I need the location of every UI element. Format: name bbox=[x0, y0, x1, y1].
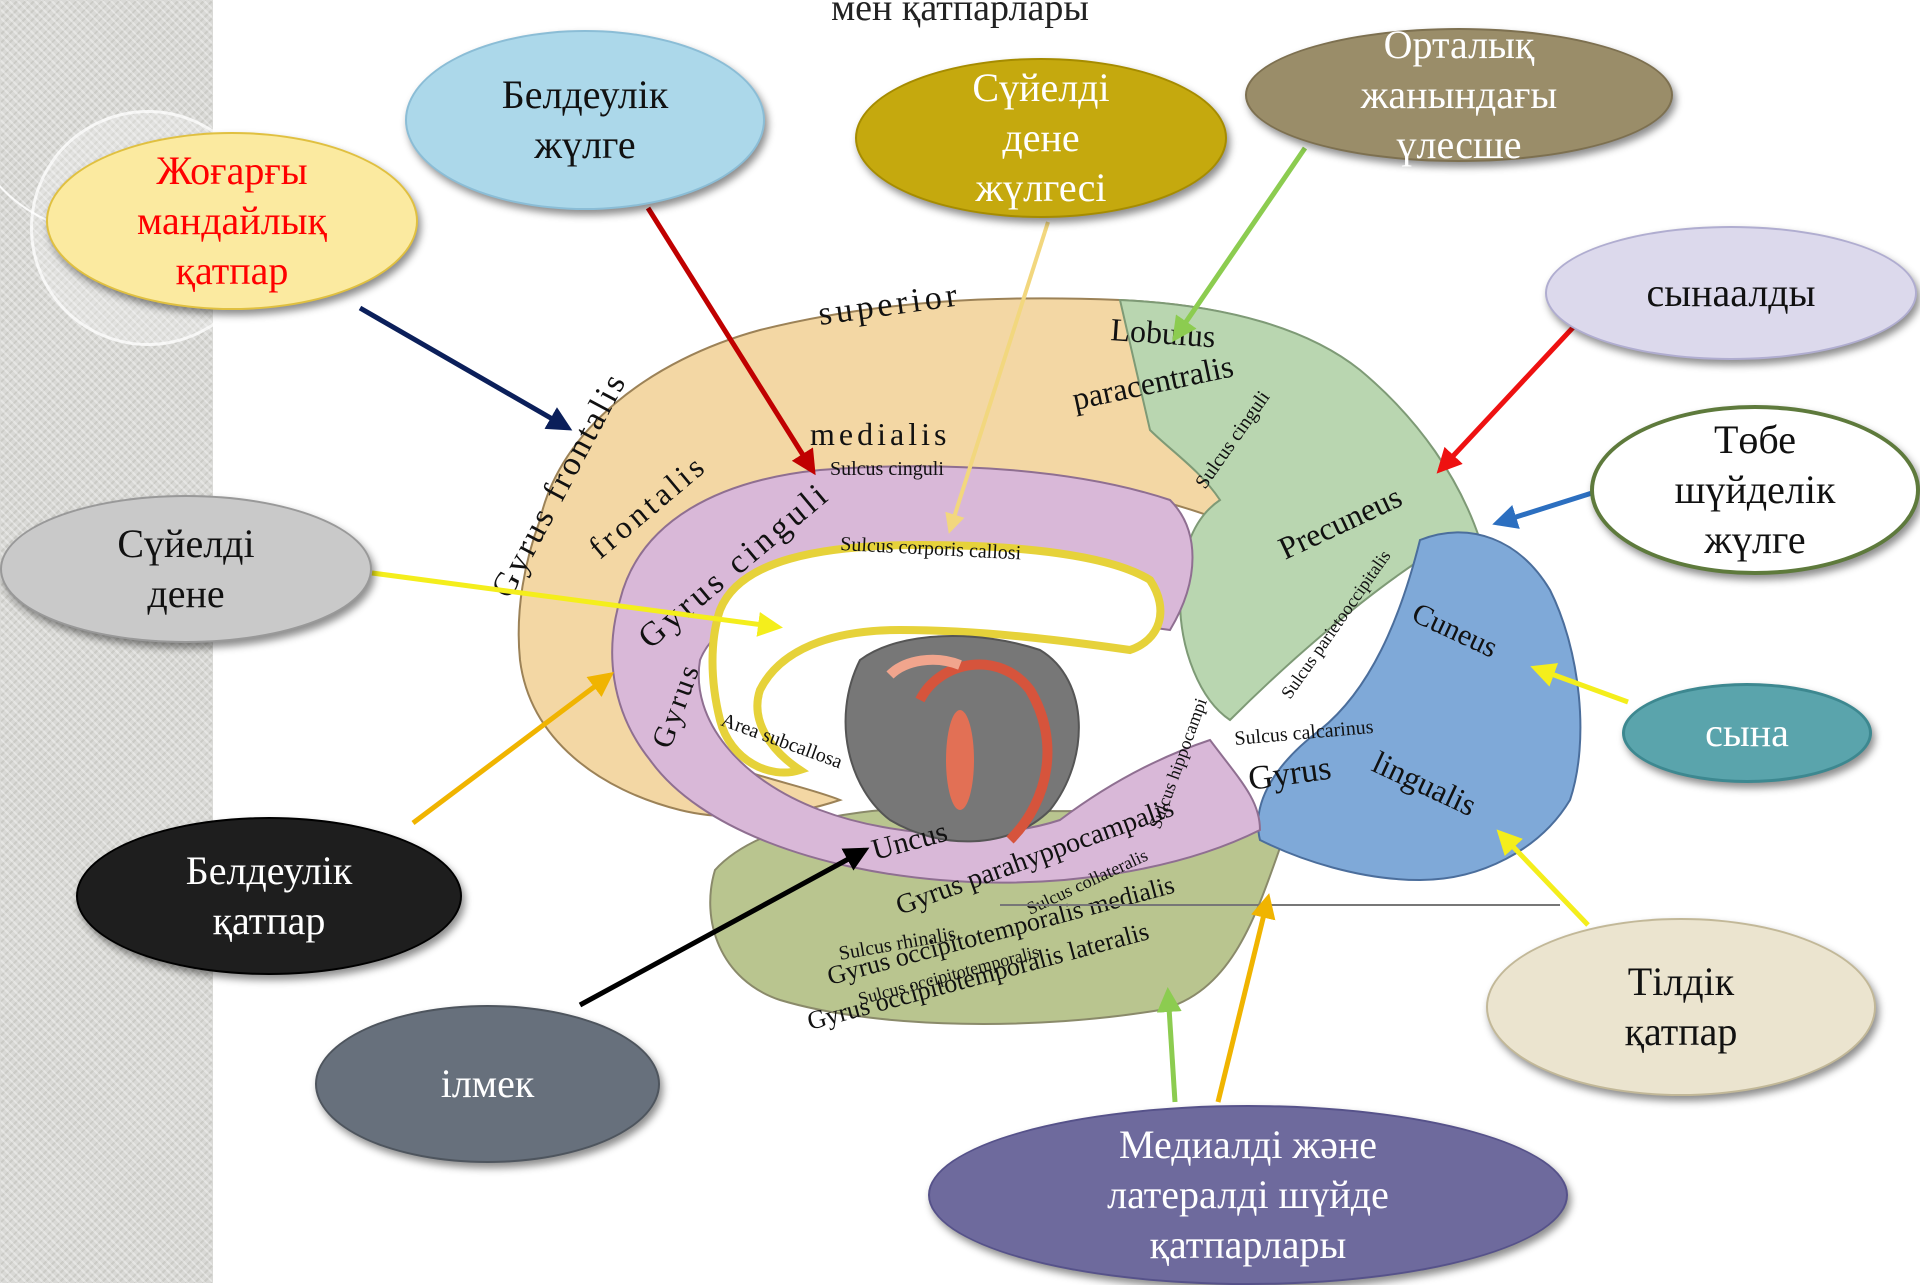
callout-text: Жоғарғы мандайлық қатпар bbox=[137, 146, 327, 296]
callout-cingulate-gyrus: Белдеулік қатпар bbox=[76, 817, 462, 975]
callout-cingulate-sulcus: Белдеулік жүлге bbox=[405, 30, 765, 210]
arrow-precuneus bbox=[1440, 320, 1580, 470]
callout-text: Медиалді және латералді шүйде қатпарлары bbox=[1107, 1120, 1389, 1270]
arrow-superior-frontal bbox=[360, 308, 568, 428]
callout-text: Белдеулік қатпар bbox=[186, 846, 353, 946]
callout-superior-frontal-gyrus: Жоғарғы мандайлық қатпар bbox=[46, 132, 418, 310]
callout-cuneus: сына bbox=[1622, 683, 1872, 783]
callout-text: Тілдік қатпар bbox=[1625, 957, 1738, 1057]
anterior-commissure bbox=[946, 710, 974, 810]
callout-text: сына bbox=[1705, 708, 1789, 758]
callout-precuneus: сынаалды bbox=[1545, 226, 1917, 360]
callout-corpus-callosum: Сүйелді дене bbox=[0, 495, 372, 643]
arrow-occipitotemporal-1 bbox=[1168, 992, 1175, 1102]
brain-label-sulcus-cinguli: Sulcus cinguli bbox=[830, 458, 944, 480]
brain-label-medialis: medialis bbox=[810, 416, 950, 452]
callout-text: Белдеулік жүлге bbox=[502, 70, 669, 170]
callout-callosal-sulcus: Сүйелді дене жүлгесі bbox=[855, 58, 1227, 218]
callout-text: сынаалды bbox=[1646, 268, 1815, 318]
callout-text: Орталық жанындағы үлесше bbox=[1361, 20, 1557, 170]
callout-lingual-gyrus: Тілдік қатпар bbox=[1486, 918, 1876, 1096]
callout-text: Сүйелді дене жүлгесі bbox=[972, 63, 1109, 213]
callout-paracentral-lobule: Орталық жанындағы үлесше bbox=[1245, 28, 1673, 162]
arrow-lingual bbox=[1500, 833, 1588, 925]
callout-text: Төбе шүйделік жүлге bbox=[1675, 415, 1836, 565]
callout-uncus: ілмек bbox=[315, 1005, 660, 1163]
callout-occipitotemporal-gyri: Медиалді және латералді шүйде қатпарлары bbox=[928, 1105, 1568, 1285]
callout-parieto-occipital-sulcus: Төбе шүйделік жүлге bbox=[1590, 405, 1920, 575]
callout-text: ілмек bbox=[441, 1059, 535, 1109]
callout-text: Сүйелді дене bbox=[117, 519, 254, 619]
brain-label-lobulus: Lobulus bbox=[1110, 311, 1217, 354]
arrow-parieto-occipital bbox=[1497, 493, 1592, 523]
